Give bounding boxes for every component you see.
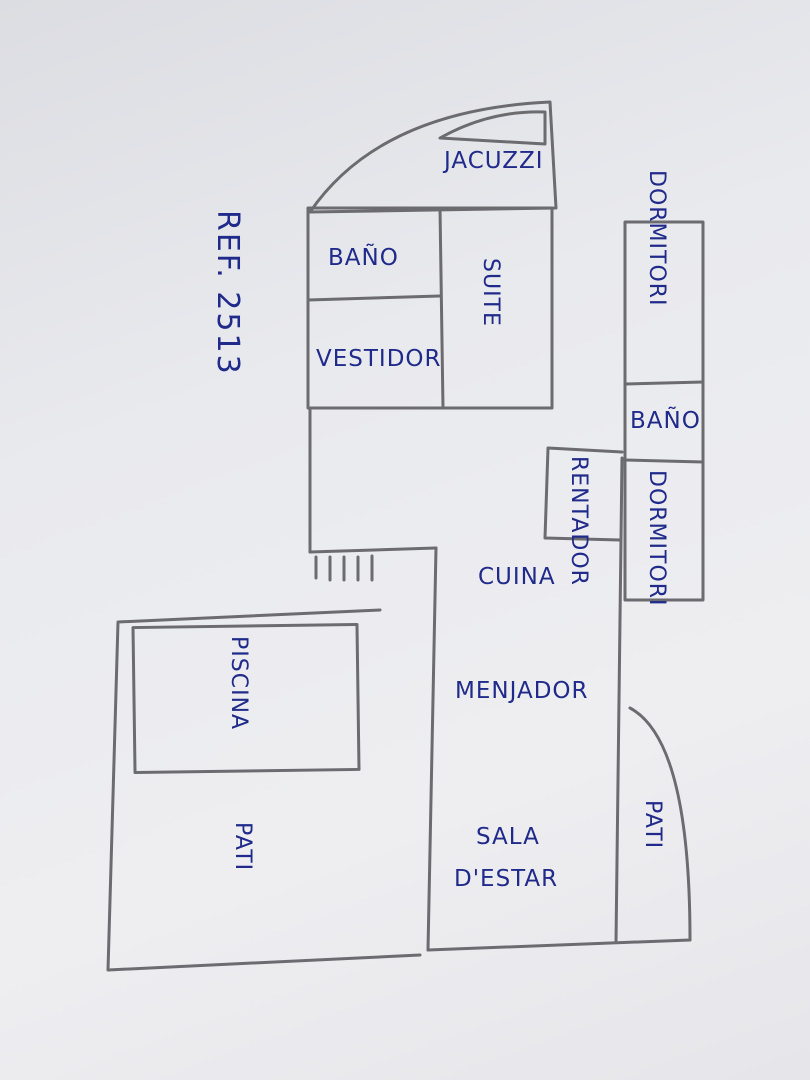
living-right-wall — [614, 456, 624, 944]
rentador-wall — [543, 446, 624, 542]
jacuzzi-label: JACUZZI — [442, 148, 544, 174]
piscina-wall — [131, 622, 361, 775]
bano-dormitori-wall — [623, 458, 705, 464]
destar-label: D'ESTAR — [454, 866, 558, 892]
dormitori-top-label: DORMITORI — [644, 170, 669, 307]
pati-left-wall — [106, 608, 422, 972]
room-labels: REF. 2513 JACUZZI BAÑO VESTIDOR SUITE DO… — [210, 148, 701, 892]
living-bottom-wall — [426, 938, 692, 952]
walls — [106, 100, 705, 972]
cuina-label: CUINA — [478, 564, 556, 590]
vestidor-label: VESTIDOR — [316, 346, 442, 372]
dormitori-bano-wall — [623, 380, 705, 386]
sala-label: SALA — [476, 824, 540, 850]
rentador-label: RENTADOR — [566, 456, 591, 586]
menjador-label: MENJADOR — [455, 678, 589, 704]
jacuzzi-arc-wall — [308, 100, 558, 214]
jacuzzi-tub — [438, 110, 547, 146]
suite-label: SUITE — [478, 258, 503, 327]
bedroom-strip-wall — [623, 220, 705, 602]
reference-label: REF. 2513 — [210, 210, 245, 376]
stairs — [314, 554, 374, 582]
hallway-bottom-wall — [308, 546, 438, 554]
dormitori-bottom-label: DORMITORI — [644, 470, 669, 607]
bano-right-label: BAÑO — [630, 406, 701, 434]
pati-right-arc-wall — [628, 706, 692, 942]
bano-suite-label: BAÑO — [328, 243, 399, 271]
bano-vestidor-wall — [306, 294, 442, 302]
suite-divider-wall — [438, 206, 445, 410]
pati-right-label: PATI — [640, 800, 665, 849]
living-left-wall — [426, 546, 438, 952]
suite-block-wall — [306, 206, 554, 410]
pati-left-label: PATI — [230, 822, 255, 871]
piscina-label: PISCINA — [226, 636, 251, 730]
